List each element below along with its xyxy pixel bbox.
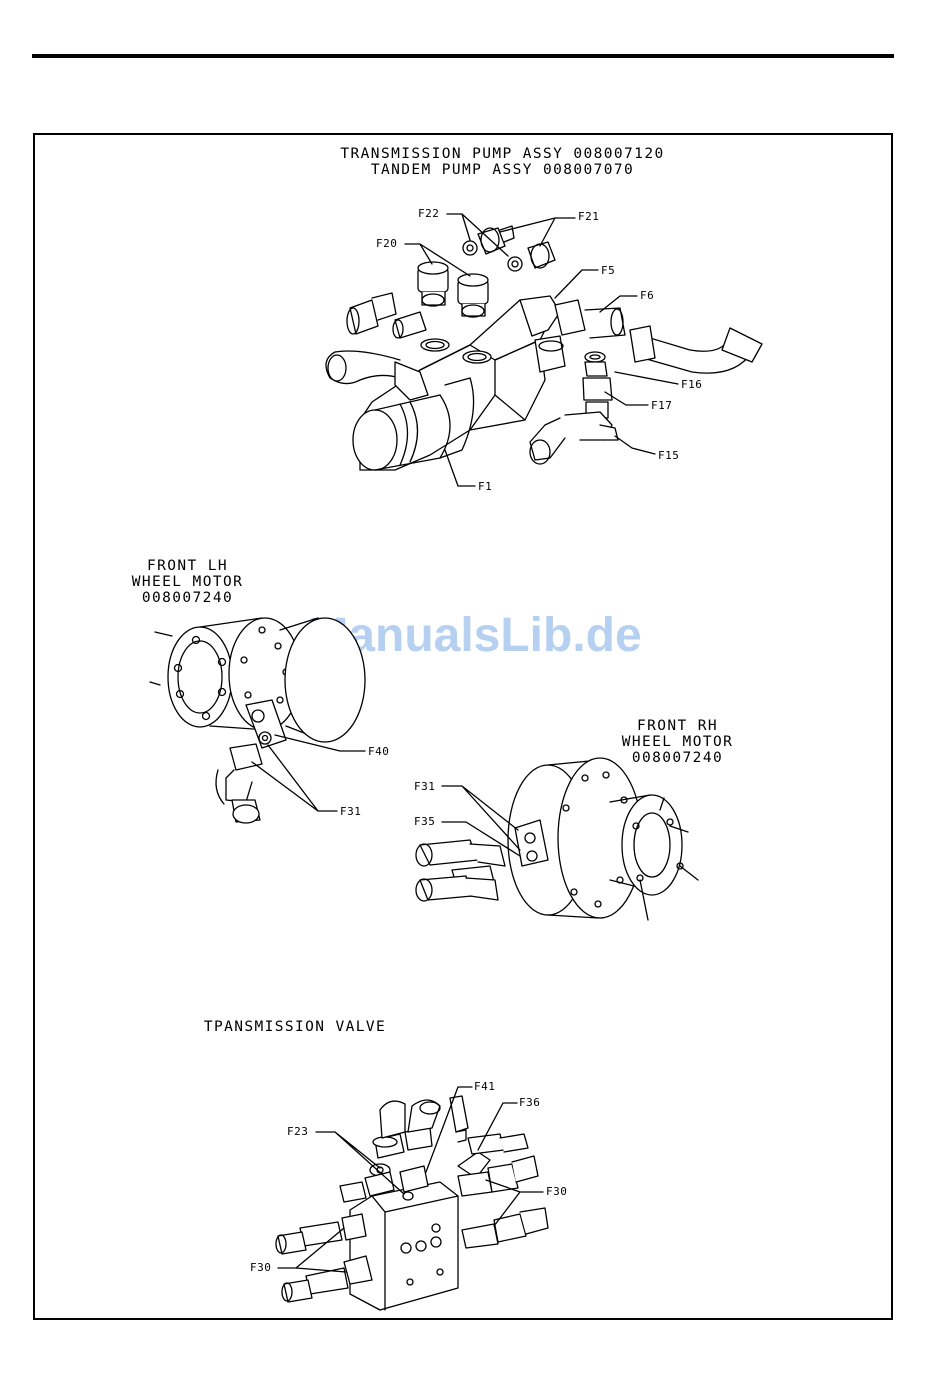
- transmission-valve-drawing: [276, 1087, 548, 1310]
- rh-wheel-motor-drawing: [416, 758, 698, 920]
- pump-assembly-drawing: [326, 214, 762, 486]
- lh-wheel-motor-drawing: [150, 618, 365, 823]
